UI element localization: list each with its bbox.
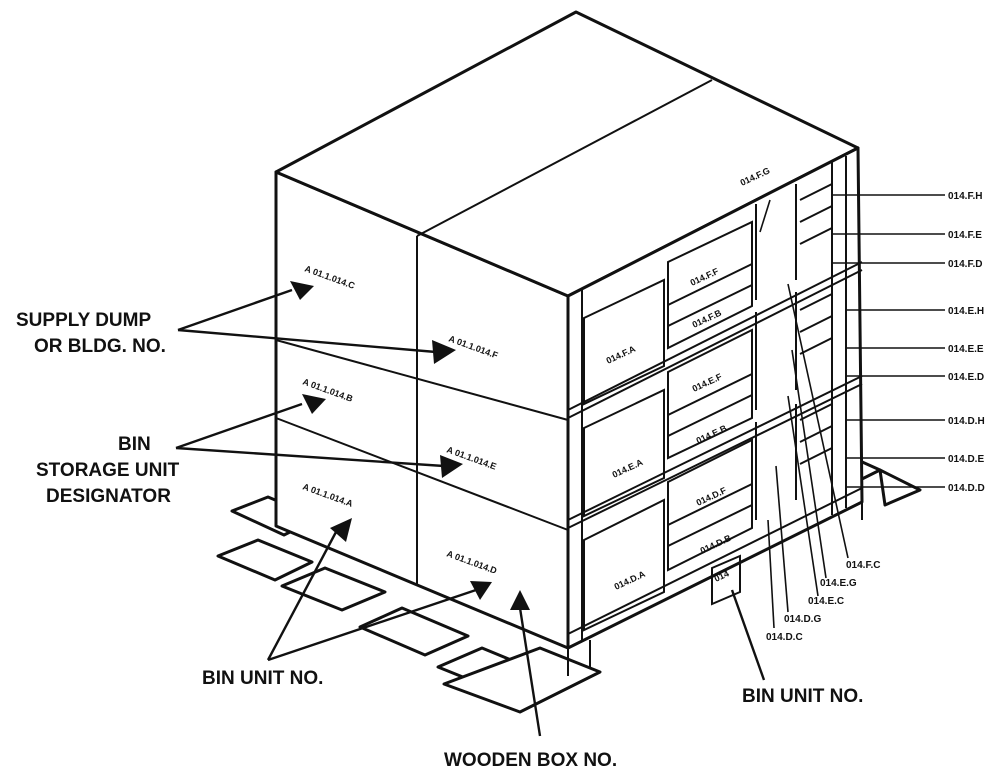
callout-bin-unit-left: BIN UNIT NO. — [202, 668, 323, 689]
callout-supply-dump-line2: OR BLDG. NO. — [34, 336, 166, 357]
label-014-d-g: 014.D.G — [784, 614, 821, 625]
pallet-legs — [567, 502, 863, 676]
label-014-e-h: 014.E.H — [948, 306, 984, 317]
shelf-f-compartments — [583, 183, 833, 406]
shelf-d-compartments — [583, 403, 833, 632]
callout-bin-storage-line1: BIN — [118, 434, 151, 455]
label-014-f-h: 014.F.H — [948, 191, 982, 202]
label-014-f-e: 014.F.E — [948, 230, 982, 241]
callout-wooden-box: WOODEN BOX NO. — [444, 750, 617, 771]
callout-texts: SUPPLY DUMP OR BLDG. NO. BIN STORAGE UNI… — [16, 310, 863, 771]
callout-bin-storage-line2: STORAGE UNIT — [36, 460, 180, 481]
label-014-f-d: 014.F.D — [948, 259, 982, 270]
label-014-e-c: 014.E.C — [808, 596, 844, 607]
label-014-e-e: 014.E.E — [948, 344, 984, 355]
label-014-d-d: 014.D.D — [948, 483, 985, 494]
right-leaders — [832, 194, 945, 488]
label-014-f-c: 014.F.C — [846, 560, 880, 571]
right-labels: 014.F.H 014.F.E 014.F.D 014.E.H 014.E.E … — [948, 191, 985, 494]
label-014-d-e: 014.D.E — [948, 454, 984, 465]
box-stack-right-face — [566, 146, 864, 650]
shelf-e-compartments — [583, 292, 833, 518]
bottom-leaders — [759, 199, 849, 629]
callout-bin-storage-line3: DESIGNATOR — [46, 486, 171, 507]
callout-supply-dump-line1: SUPPLY DUMP — [16, 310, 151, 331]
label-014-d-h: 014.D.H — [948, 416, 985, 427]
callout-bin-unit-right: BIN UNIT NO. — [742, 686, 863, 707]
bottom-labels: 014.F.C 014.E.G 014.E.C 014.D.G 014.D.C — [766, 560, 880, 643]
label-014-e-d: 014.E.D — [948, 372, 984, 383]
label-014-d-c: 014.D.C — [766, 632, 803, 643]
label-014-e-g: 014.E.G — [820, 578, 857, 589]
callout-pointers — [175, 281, 766, 737]
